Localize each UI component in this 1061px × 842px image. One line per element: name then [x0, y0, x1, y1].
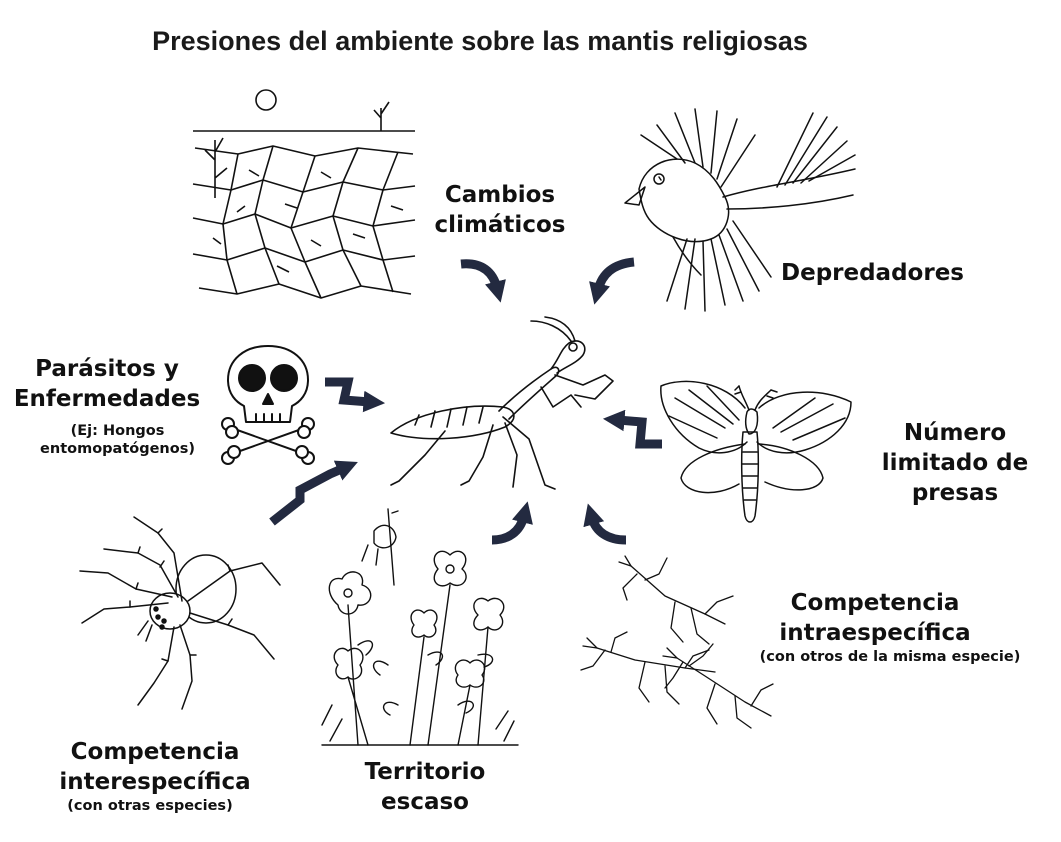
interspecific-label: Competencia interespecífica	[40, 737, 270, 797]
interspecific-label-line2: interespecífica	[59, 769, 251, 795]
interspecific-note: (con otras especies)	[67, 798, 233, 814]
intraspecific-note: (con otros de la misma especie)	[759, 649, 1021, 665]
territory-label-line2: escaso	[381, 789, 469, 815]
mantises-group-icon	[575, 552, 775, 732]
intraspecific-label-line2: intraespecífica	[779, 620, 971, 646]
skull-crossbones-icon	[222, 342, 314, 466]
parasites-label-line2: Enfermedades	[13, 386, 201, 412]
intraspecific-label: Competencia intraespecífica	[760, 588, 990, 648]
arrow-climate	[461, 264, 506, 303]
bird-icon	[615, 105, 860, 315]
arrow-interspecific	[272, 460, 358, 522]
mantis-icon	[385, 315, 615, 490]
territory-label-line1: Territorio	[364, 759, 486, 785]
spider-icon	[78, 505, 283, 715]
arrow-predators	[589, 262, 634, 305]
intraspecific-label-line1: Competencia	[790, 590, 960, 616]
territory-label: Territorio escaso	[340, 757, 510, 817]
predators-label: Depredadores	[781, 260, 964, 286]
arrow-intraspecific	[583, 503, 626, 540]
interspecific-label-line1: Competencia	[70, 739, 240, 765]
parasites-label-line1: Parásitos y	[35, 356, 179, 382]
prey-label-line1: Número	[903, 420, 1007, 446]
diagram-title: Presiones del ambiente sobre las mantis …	[152, 26, 808, 56]
arrow-territory	[492, 501, 533, 540]
parasites-note-line1: (Ej: Hongos	[70, 423, 165, 439]
arrow-parasites	[325, 382, 386, 413]
parasites-label: Parásitos y Enfermedades	[2, 354, 212, 414]
climate-label-line2: climáticos	[434, 212, 566, 238]
cracked-earth-icon	[193, 88, 415, 300]
moth-icon	[655, 368, 855, 528]
parasites-note: (Ej: Hongos entomopatógenos)	[15, 422, 220, 458]
climate-label-line1: Cambios	[444, 182, 556, 208]
parasites-note-line2: entomopatógenos)	[40, 441, 195, 457]
prey-label-line2: limitado de	[881, 450, 1029, 476]
arrow-prey	[602, 409, 662, 444]
plants-icon	[318, 505, 523, 750]
prey-label: Número limitado de presas	[860, 418, 1050, 508]
prey-label-line3: presas	[911, 480, 999, 506]
climate-label: Cambios climáticos	[405, 180, 595, 240]
